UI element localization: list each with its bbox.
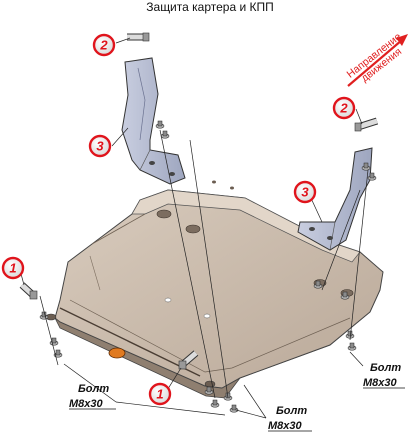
fastener — [204, 386, 214, 395]
callout-1-c1a: 1 — [1, 256, 25, 280]
callout-1-c1b: 1 — [148, 382, 172, 406]
fastener — [313, 280, 323, 289]
callout-3-c3b: 3 — [293, 180, 317, 204]
bolt-label-bottom-line2: M8x30 — [268, 420, 303, 432]
bracket-right — [297, 147, 373, 251]
fastener — [210, 399, 220, 408]
bolt-label-right-line2: M8x30 — [363, 377, 398, 389]
callout-number: 1 — [156, 387, 163, 402]
callout-number: 1 — [9, 261, 16, 276]
callout-number: 2 — [339, 101, 348, 116]
bolt-label-left: Болт M8x30 — [69, 383, 116, 410]
bolt-label-left-line1: Болт — [78, 383, 109, 395]
bolt-label-right: Болт M8x30 — [363, 362, 405, 389]
leader-lines — [19, 37, 369, 419]
direction-arrow-icon — [396, 34, 408, 46]
diagram-title: Защита картера и КПП — [146, 0, 274, 14]
bolt-label-left-line2: M8x30 — [69, 398, 104, 410]
callout-2-c2a: 2 — [92, 33, 116, 57]
callout-number: 3 — [96, 139, 104, 154]
callout-number: 3 — [301, 185, 309, 200]
bolt-label-bottom-line1: Болт — [276, 405, 307, 417]
bracket-left — [121, 57, 186, 185]
callout-number: 2 — [99, 38, 108, 53]
direction-arrow-shaft — [347, 39, 403, 87]
skid-plate — [45, 180, 384, 399]
fastener — [229, 404, 239, 413]
fastener — [160, 130, 170, 139]
fastener — [155, 120, 165, 129]
bolt-label-bottom: Болт M8x30 — [268, 405, 312, 432]
fastener — [39, 311, 49, 320]
callout-3-c3a: 3 — [88, 134, 112, 158]
callout-2-c2b: 2 — [332, 96, 356, 120]
direction-indicator: Направление движения — [345, 31, 408, 87]
spacer-bolt-lower-middle — [178, 350, 199, 370]
fastener — [347, 342, 357, 351]
callout-group: 2 3 2 3 1 1 — [1, 33, 356, 406]
spacer-bolt-upper-left — [127, 32, 150, 42]
spacer-bolt-lower-left — [19, 282, 38, 300]
spacer-bolt-upper-right — [354, 117, 379, 132]
bolt-label-right-line1: Болт — [370, 362, 401, 374]
fastener — [361, 162, 371, 171]
fastener — [340, 291, 350, 300]
drain-plug — [108, 347, 126, 359]
fastener — [367, 172, 377, 181]
